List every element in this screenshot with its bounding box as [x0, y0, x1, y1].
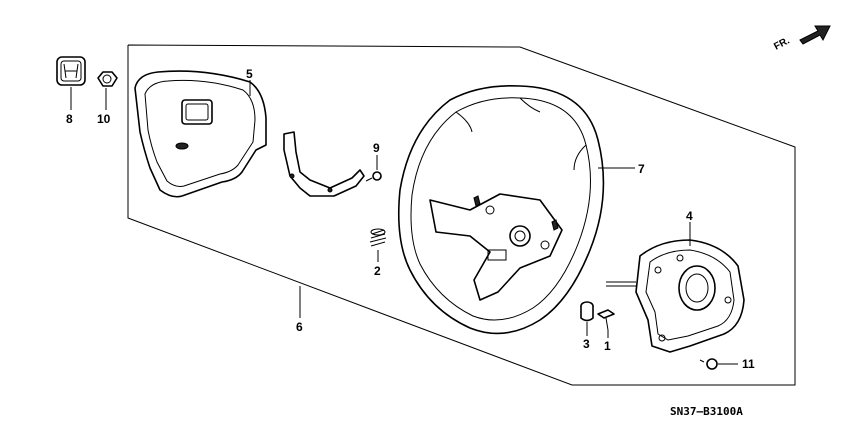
- assembly-bracket-outline: [127, 44, 796, 386]
- brand-emblem-icon: [63, 63, 79, 79]
- callout-5: 5: [246, 67, 253, 81]
- callout-6: 6: [296, 320, 303, 334]
- callout-1: 1: [604, 339, 611, 353]
- callout-2: 2: [374, 264, 381, 278]
- callout-10: 10: [97, 112, 111, 126]
- front-direction-indicator: FR.: [772, 25, 831, 53]
- part-3-collar: [580, 301, 594, 322]
- callout-7: 7: [638, 162, 645, 176]
- part-4-rear-cover: [606, 239, 745, 353]
- part-1-bolt: [597, 309, 615, 331]
- part-11-screw: [699, 358, 718, 370]
- diagram-code: SN37–B3100A: [670, 405, 743, 418]
- callout-8: 8: [66, 112, 73, 126]
- part-7-steering-wheel: [397, 84, 605, 335]
- part-2-spring: [369, 228, 387, 247]
- part-5-pad-cover: [134, 70, 267, 198]
- front-arrow-icon: [799, 25, 831, 45]
- horn-bracket: [283, 131, 365, 197]
- part-9-screw: [365, 171, 382, 182]
- part-10-nut: [97, 71, 118, 87]
- callout-9: 9: [373, 141, 380, 155]
- part-8-emblem: [56, 56, 86, 86]
- callout-11: 11: [742, 357, 755, 371]
- front-direction-label: FR.: [772, 35, 792, 52]
- callout-3: 3: [583, 337, 590, 351]
- callout-4: 4: [686, 209, 693, 223]
